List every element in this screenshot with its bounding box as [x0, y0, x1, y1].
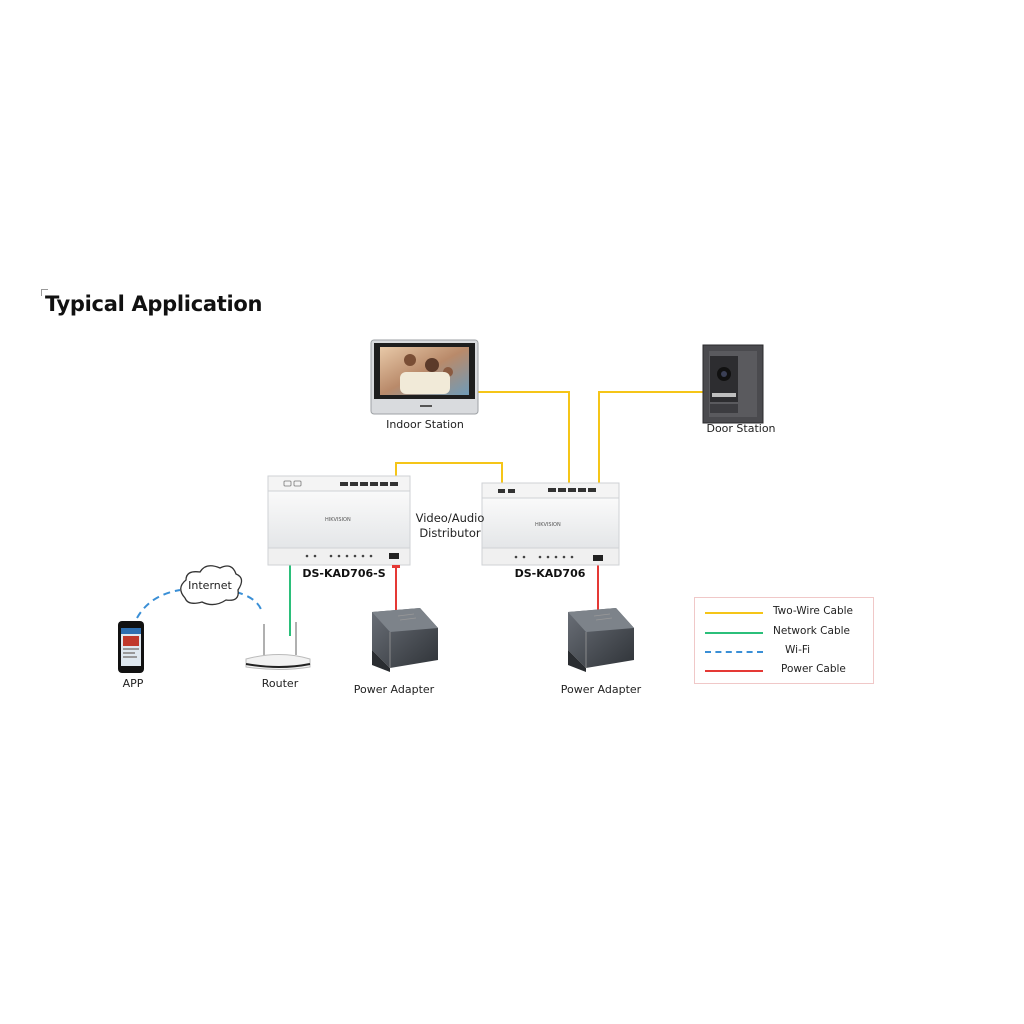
legend-label: Two-Wire Cable [773, 605, 854, 617]
app-phone-device [118, 621, 144, 673]
legend-item-two-wire: Two-Wire Cable [695, 603, 873, 621]
legend-item-power: Power Cable [695, 661, 873, 679]
legend-swatch [705, 651, 763, 653]
kad706s-label: DS-KAD706-S [302, 567, 386, 580]
wifi-link-app [136, 589, 181, 619]
legend: Two-Wire Cable Network Cable Wi-Fi Power… [694, 597, 874, 684]
legend-swatch [705, 632, 763, 634]
wifi-link-router [235, 591, 263, 613]
door-station-label: Door Station [706, 422, 776, 435]
corner-mark [41, 289, 48, 296]
power-adapter-1-device [372, 608, 438, 672]
kad706-label: DS-KAD706 [514, 567, 586, 580]
router-label: Router [261, 677, 299, 690]
kad706-device [481, 482, 620, 566]
cable-door-to-distributor [598, 391, 703, 486]
power-adapter-2-device [568, 608, 634, 672]
door-station-device [702, 344, 764, 424]
kad706-brand: HIKVISION [535, 522, 561, 528]
legend-label: Network Cable [773, 625, 850, 637]
two-wire-cables [395, 391, 703, 498]
legend-item-network: Network Cable [695, 623, 873, 641]
page-title: Typical Application [45, 292, 263, 316]
router-device [245, 622, 311, 670]
indoor-station-device [370, 339, 479, 415]
power-adapter-2-label: Power Adapter [560, 683, 642, 696]
indoor-station-label: Indoor Station [386, 418, 464, 431]
legend-swatch [705, 612, 763, 614]
internet-label: Internet [188, 579, 232, 592]
cable-indoor-to-distributor [477, 391, 570, 486]
power-adapter-1-label: Power Adapter [353, 683, 435, 696]
legend-swatch [705, 670, 763, 672]
internet-cloud [180, 565, 243, 606]
legend-label: Wi-Fi [785, 644, 811, 656]
legend-item-wifi: Wi-Fi [695, 642, 873, 660]
kad706s-device [267, 475, 411, 568]
legend-label: Power Cable [781, 663, 846, 675]
app-label: APP [122, 677, 144, 690]
kad706s-brand: HIKVISION [325, 517, 351, 523]
distributor-label-line1: Video/Audio [415, 511, 485, 525]
distributor-label-line2: Distributor [419, 526, 481, 540]
cable-module-link [395, 462, 503, 483]
